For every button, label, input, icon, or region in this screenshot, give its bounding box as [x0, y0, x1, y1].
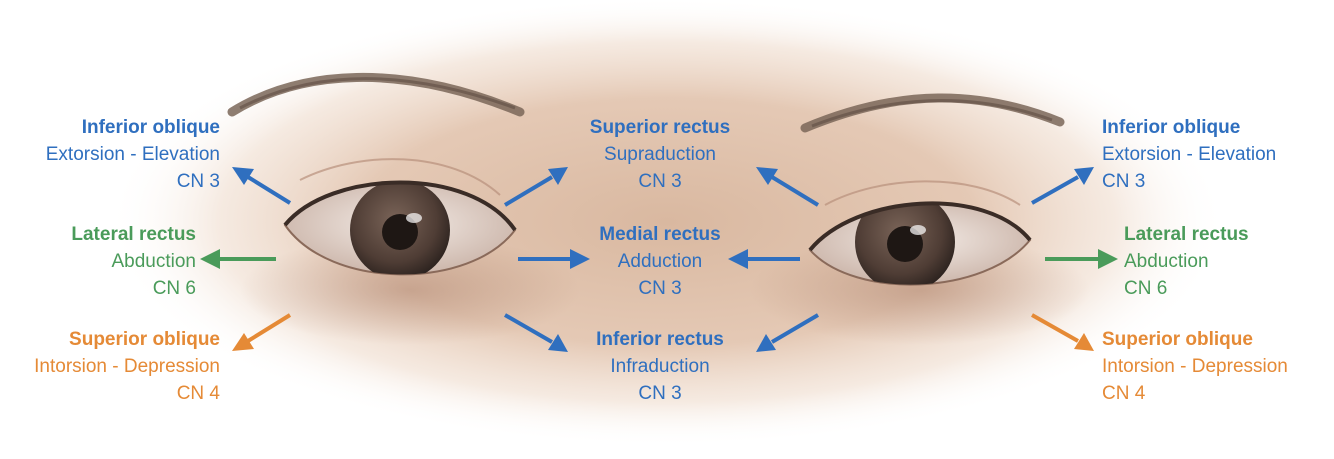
muscle-name: Medial rectus — [599, 224, 721, 245]
arrow-right-lr — [1045, 249, 1118, 269]
muscle-action: Abduction — [1124, 251, 1209, 272]
muscle-name: Inferior rectus — [596, 329, 724, 350]
muscle-name: Lateral rectus — [71, 224, 196, 245]
cranial-nerve: CN 3 — [1102, 171, 1146, 192]
label-superior-rectus: Superior rectus Supraduction CN 3 — [560, 114, 760, 195]
cranial-nerve: CN 3 — [638, 278, 682, 299]
muscle-name: Superior rectus — [589, 117, 731, 138]
muscle-action: Supraduction — [604, 144, 716, 165]
cranial-nerve: CN 3 — [176, 171, 220, 192]
label-inferior-rectus: Inferior rectus Infraduction CN 3 — [560, 326, 760, 407]
arrow-mid-ir-from-right — [756, 313, 820, 352]
muscle-name: Lateral rectus — [1124, 224, 1249, 245]
arrow-mid-sr-from-right — [756, 167, 820, 207]
muscle-name: Inferior oblique — [1102, 117, 1241, 138]
arrow-left-so — [232, 313, 292, 351]
arrow-mid-ir-from-left — [504, 313, 568, 352]
label-right-lateral-rectus: Lateral rectus Abduction CN 6 — [1124, 221, 1249, 302]
cranial-nerve: CN 4 — [1102, 383, 1146, 404]
label-left-lateral-rectus: Lateral rectus Abduction CN 6 — [71, 221, 196, 302]
label-left-superior-oblique: Superior oblique Intorsion - Depression … — [34, 326, 220, 407]
muscle-action: Intorsion - Depression — [1102, 356, 1288, 377]
muscle-name: Inferior oblique — [81, 117, 220, 138]
muscle-action: Extorsion - Elevation — [45, 144, 220, 165]
muscle-name: Superior oblique — [69, 329, 220, 350]
muscle-action: Abduction — [111, 251, 196, 272]
cranial-nerve: CN 6 — [152, 278, 196, 299]
arrow-mid-mr-from-right — [728, 249, 800, 269]
arrow-right-io — [1031, 167, 1094, 205]
label-right-inferior-oblique: Inferior oblique Extorsion - Elevation C… — [1102, 114, 1276, 195]
arrow-mid-sr-from-left — [503, 167, 568, 207]
muscle-name: Superior oblique — [1102, 329, 1253, 350]
cranial-nerve: CN 4 — [176, 383, 220, 404]
label-right-superior-oblique: Superior oblique Intorsion - Depression … — [1102, 326, 1288, 407]
right-eye-illustration — [227, 73, 580, 345]
cranial-nerve: CN 3 — [638, 171, 682, 192]
arrow-left-io — [232, 167, 292, 205]
arrow-mid-mr-from-left — [518, 249, 590, 269]
arrow-right-so — [1031, 313, 1094, 351]
cranial-nerve: CN 3 — [638, 383, 682, 404]
left-eye-illustration — [750, 93, 1090, 345]
arrow-left-lr — [200, 249, 276, 269]
cranial-nerve: CN 6 — [1124, 278, 1168, 299]
muscle-action: Intorsion - Depression — [34, 356, 220, 377]
muscle-action: Extorsion - Elevation — [1102, 144, 1277, 165]
muscle-action: Infraduction — [610, 356, 710, 377]
label-medial-rectus: Medial rectus Adduction CN 3 — [560, 221, 760, 302]
muscle-action: Adduction — [617, 251, 703, 272]
label-left-inferior-oblique: Inferior oblique Extorsion - Elevation C… — [46, 114, 220, 195]
